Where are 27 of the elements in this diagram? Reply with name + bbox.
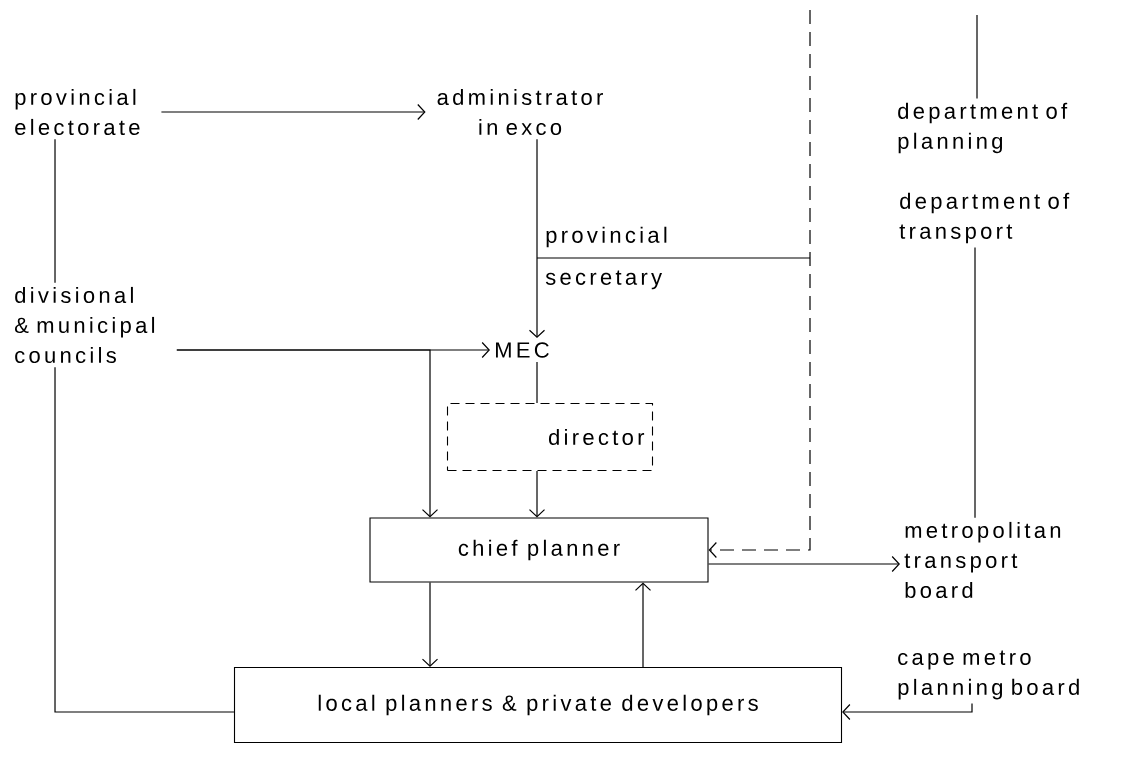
- text-label: provincial secretary: [545, 226, 667, 290]
- connector-line: [976, 14, 978, 100]
- connector-line: [54, 138, 56, 284]
- text-label: metropolitan transport board: [904, 521, 1061, 599]
- arrow: [421, 581, 439, 667]
- connector-line: [54, 366, 235, 713]
- connector-line: [974, 246, 976, 519]
- arrow: [707, 555, 900, 573]
- process-box: local planners & private developers: [233, 666, 843, 744]
- arrow: [842, 703, 973, 721]
- text-label: department of planning: [898, 102, 1068, 154]
- arrow: [528, 470, 546, 518]
- text-label: divisional & municipal councils: [15, 286, 155, 364]
- arrow: [528, 138, 546, 338]
- text-label: department of transport: [899, 192, 1070, 244]
- process-box: chief planner: [369, 517, 709, 583]
- connector-line: [536, 361, 538, 404]
- arrow: [708, 9, 811, 559]
- arrow: [160, 103, 426, 121]
- text-label: MEC: [496, 342, 549, 358]
- arrow: [634, 582, 652, 668]
- connector-line: [536, 257, 811, 259]
- dashed-box: director: [446, 402, 654, 472]
- text-label: provincial electorate: [15, 88, 140, 136]
- text-label: cape metro planning board: [898, 650, 1079, 700]
- text-label: administrator in exco: [437, 88, 603, 136]
- arrow: [176, 349, 439, 518]
